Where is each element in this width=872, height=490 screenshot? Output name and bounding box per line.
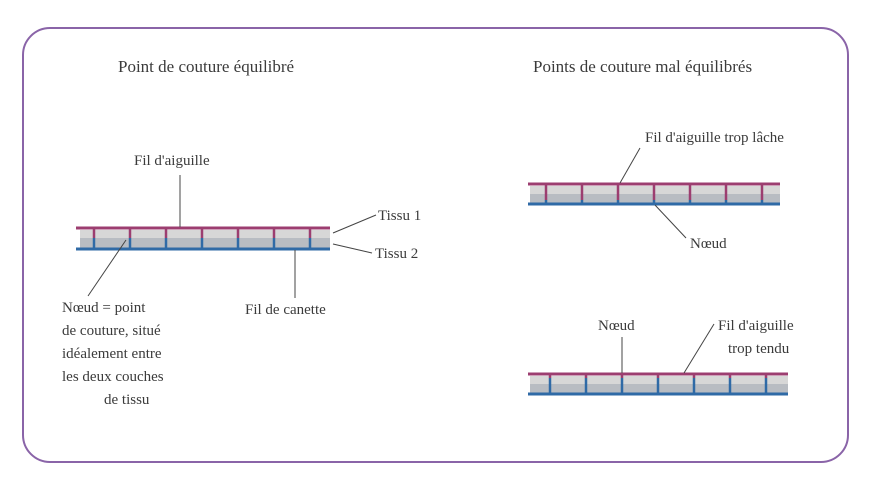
- tight-knot-label: Nœud: [598, 318, 635, 334]
- fabric-1-layer: [80, 230, 330, 238]
- knot-label-line: idéalement entre: [62, 346, 162, 362]
- knot-label: Nœud = point de couture, situé idéalemen…: [62, 300, 164, 408]
- loose-needle-leader: [619, 147, 641, 184]
- knot-label-line: les deux couches: [62, 369, 164, 385]
- loose-knot-leader: [654, 204, 687, 239]
- tight-needle-label-line1: Fil d'aiguille: [718, 318, 794, 334]
- bobbin-thread-label: Fil de canette: [245, 302, 326, 318]
- tight-needle-label-line2: trop tendu: [728, 341, 790, 357]
- fabric-2-layer: [80, 238, 330, 248]
- balanced-title: Point de couture équilibré: [118, 57, 294, 76]
- unbalanced-title: Points de couture mal équilibrés: [533, 57, 752, 76]
- tight-stitch: [528, 372, 788, 396]
- tight-needle-leader: [683, 323, 715, 374]
- knot-label-line: Nœud = point: [62, 300, 146, 316]
- knot-leader: [87, 239, 127, 297]
- loose-stitch-marks: [544, 185, 764, 203]
- balanced-stitch: [76, 226, 330, 251]
- loose-knot-label: Nœud: [690, 236, 727, 252]
- needle-thread-label: Fil d'aiguille: [134, 153, 210, 169]
- fabric-1-label: Tissu 1: [378, 208, 421, 224]
- fabric-2-label: Tissu 2: [375, 246, 418, 262]
- balanced-stitch-marks: [92, 229, 312, 248]
- fabric-1-leader: [332, 214, 377, 234]
- loose-needle-label: Fil d'aiguille trop lâche: [645, 130, 784, 146]
- tight-stitch-marks: [548, 375, 768, 393]
- knot-label-line: de tissu: [104, 392, 150, 408]
- knot-label-line: de couture, situé: [62, 323, 161, 339]
- diagram-frame: [22, 27, 849, 463]
- loose-stitch: [528, 182, 780, 206]
- fabric-2-leader: [332, 243, 373, 254]
